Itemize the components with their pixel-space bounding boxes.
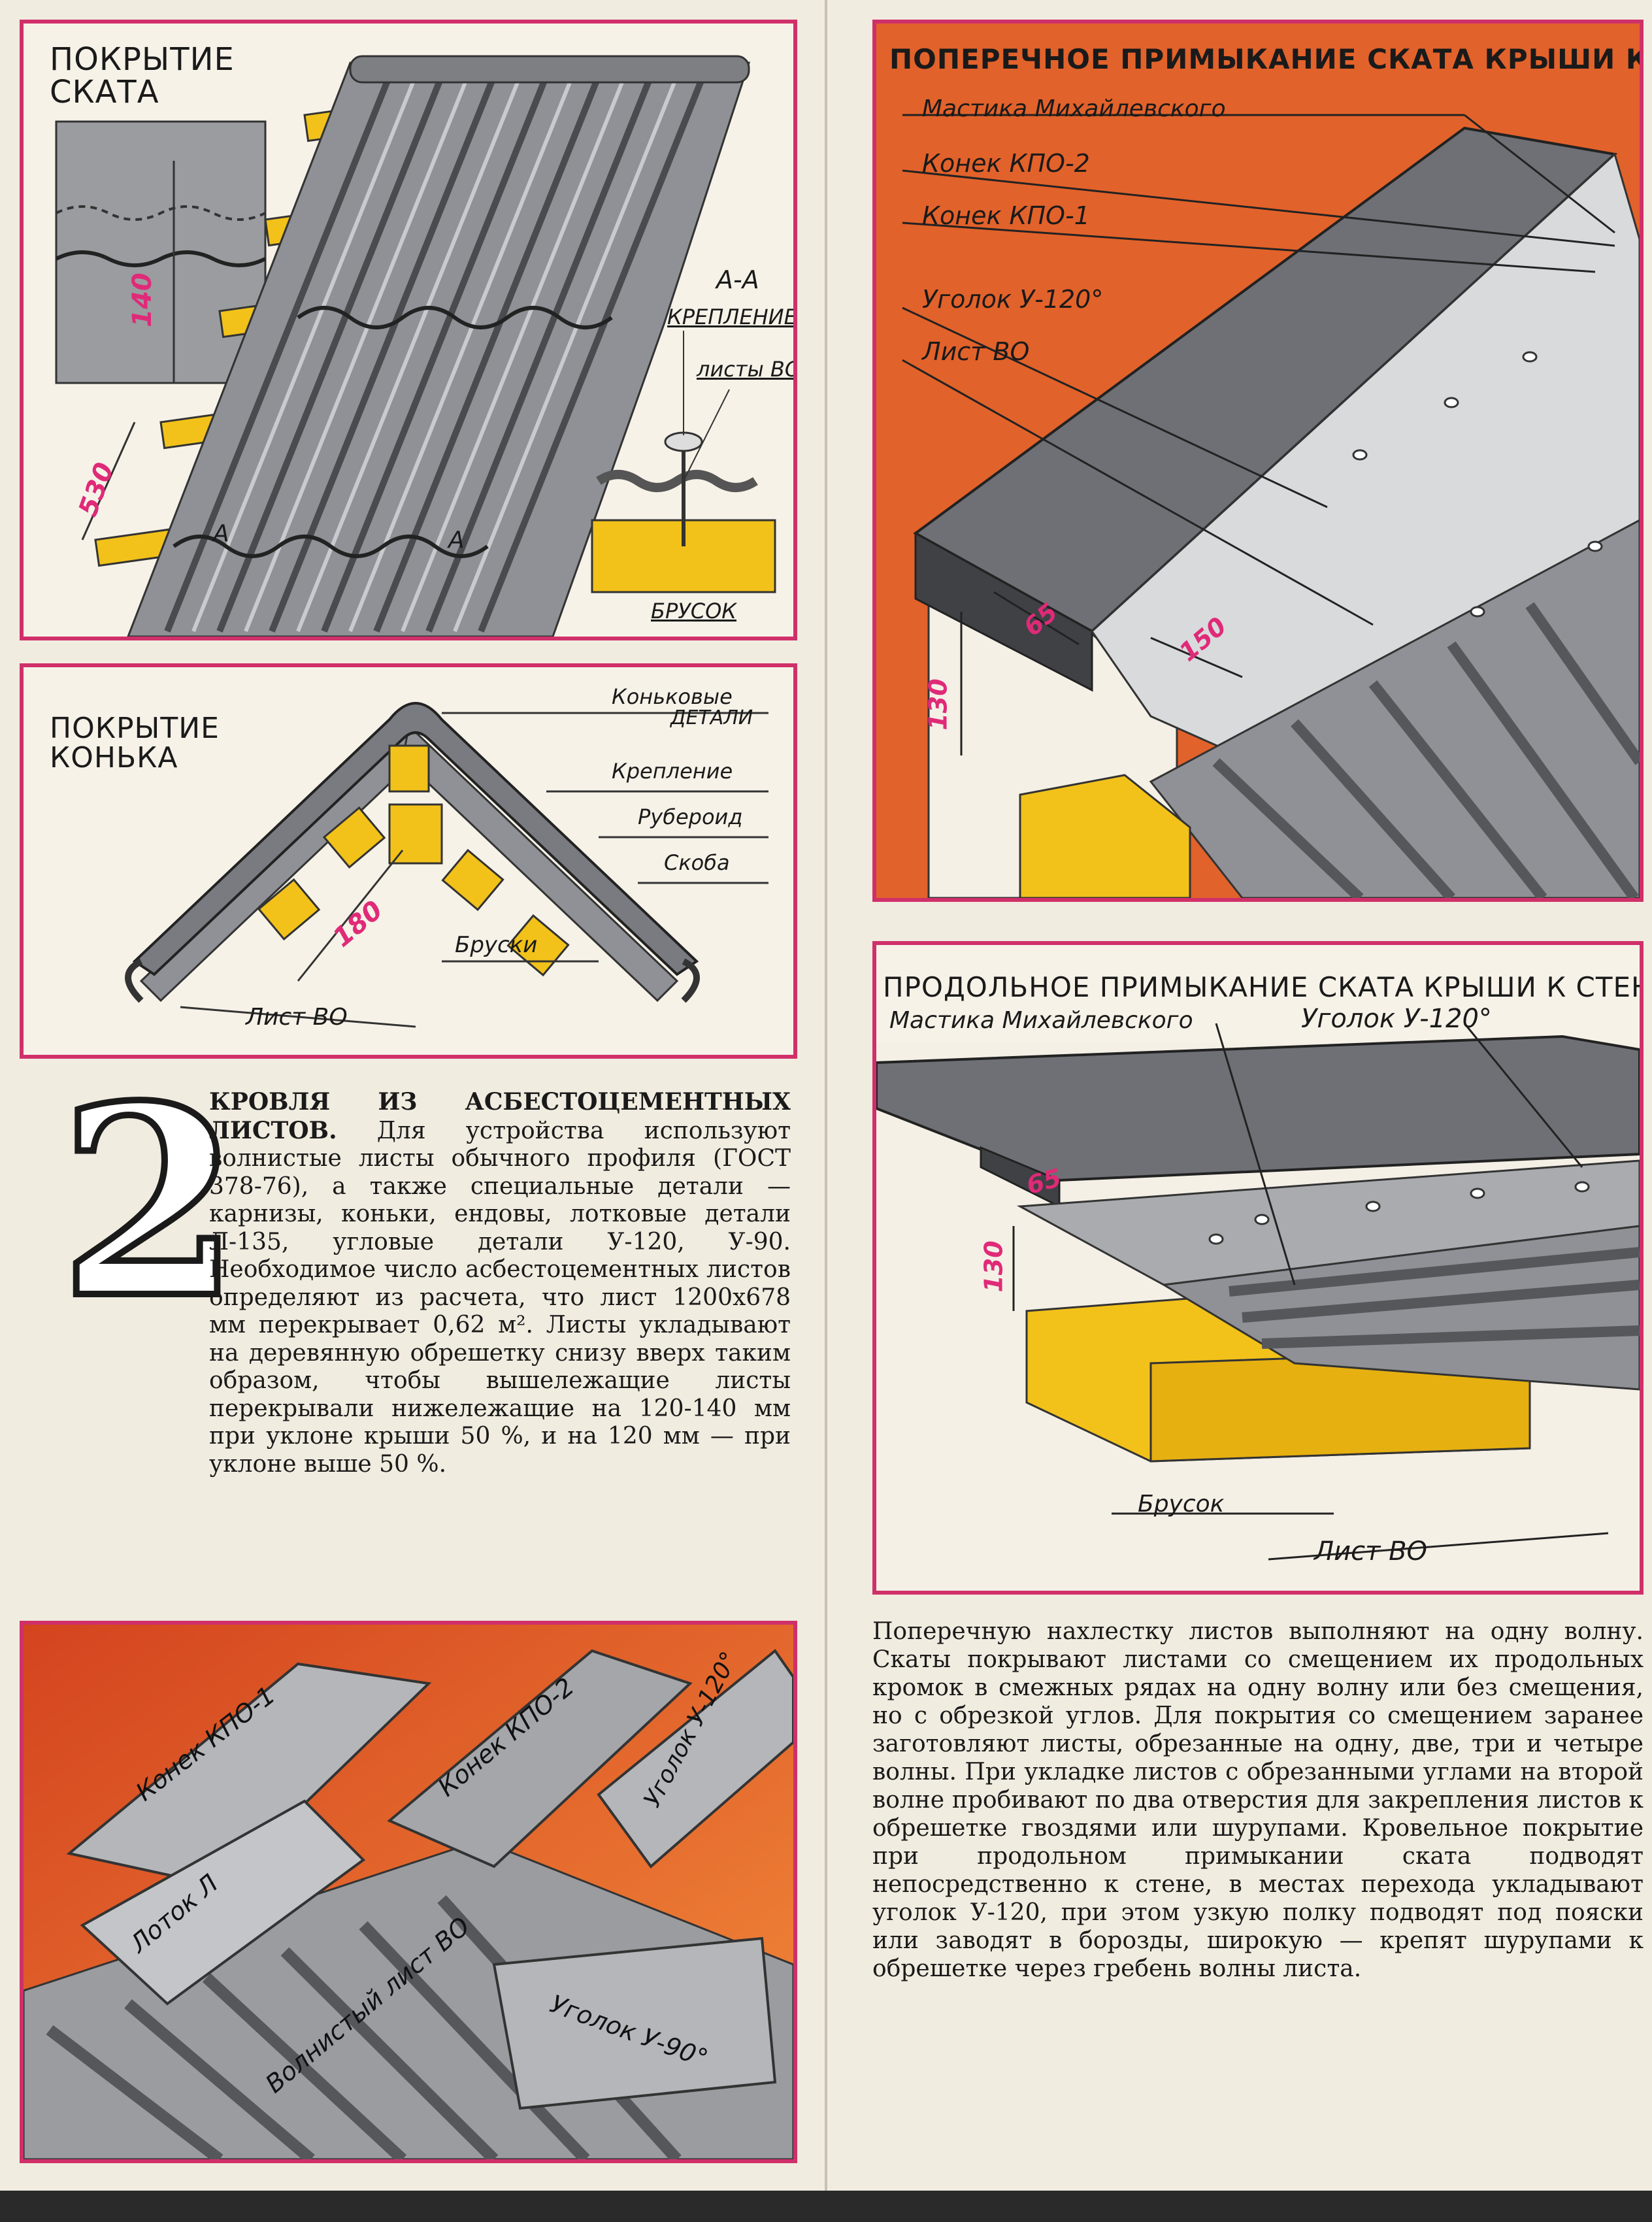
article-paragraph-2: Поперечную нахлестку листов выполняют на… (872, 1618, 1644, 1982)
ridge-illustration (125, 702, 768, 1028)
longitudinal-title: ПРОДОЛЬНОЕ ПРИМЫКАНИЕ СКАТА КРЫШИ К СТЕН… (883, 971, 1644, 1003)
sheets-label: листы ВО (697, 357, 797, 382)
article-heading: КРОВЛЯ ИЗ АСБЕСТОЦЕМЕНТНЫХ ЛИСТОВ. (209, 1088, 791, 1144)
transverse-sheet-label: Лист ВО (922, 337, 1030, 366)
panel-slope-covering: ПОКРЫТИЕ СКАТА А-А КРЕПЛЕНИЕ листы ВО БР… (20, 20, 797, 640)
ridge-fastening-label: Крепление (612, 759, 733, 784)
transverse-dimension-130: 130 (923, 678, 953, 731)
cut-label-a1: А (213, 520, 229, 547)
ridge-title-line1: ПОКРЫТИЕ (50, 712, 220, 745)
parts-illustration (24, 1625, 793, 2159)
longitudinal-bar-label: Брусок (1138, 1491, 1225, 1517)
panel-longitudinal-junction: ПРОДОЛЬНОЕ ПРИМЫКАНИЕ СКАТА КРЫШИ К СТЕН… (872, 941, 1644, 1595)
longitudinal-mastic-label: Мастика Михайлевского (889, 1007, 1193, 1034)
article-body: Для устройства используют волнистые лист… (209, 1117, 791, 1478)
article-paragraph-1: КРОВЛЯ ИЗ АСБЕСТОЦЕМЕНТНЫХ ЛИСТОВ. Для у… (209, 1088, 791, 1478)
longitudinal-sheet-label: Лист ВО (1314, 1536, 1428, 1567)
transverse-title: ПОПЕРЕЧНОЕ ПРИМЫКАНИЕ СКАТА КРЫШИ К СТЕН… (889, 43, 1640, 75)
slope-illustration (55, 55, 776, 637)
bars-label: Бруски (455, 932, 538, 958)
ridge-parts-label-2: ДЕТАЛИ (670, 706, 753, 729)
transverse-illustration (876, 24, 1640, 898)
roofing-felt-label: Рубероид (638, 804, 743, 829)
ridge-sheet-label: Лист ВО (246, 1004, 348, 1031)
panel-parts: Конек КПО-1 Конек КПО-2 Уголок У-120° Ло… (20, 1621, 797, 2163)
page-footer-bar (0, 2191, 1652, 2222)
section-number: 2 (56, 1049, 244, 1356)
section-label: А-А (716, 265, 759, 294)
transverse-kpo1-label: Конек КПО-1 (922, 201, 1090, 230)
dimension-140: 140 (127, 273, 157, 327)
column-separator (825, 0, 827, 2191)
bar-label: БРУСОК (651, 599, 736, 623)
bracket-label: Скоба (664, 850, 730, 875)
fastening-label: КРЕПЛЕНИЕ (667, 305, 797, 329)
slope-title-line2: СКАТА (50, 74, 159, 110)
panel-ridge-covering: ПОКРЫТИЕ КОНЬКА Коньковые ДЕТАЛИ Креплен… (20, 663, 797, 1059)
cut-label-a2: А (448, 527, 465, 554)
ridge-title-line2: КОНЬКА (50, 741, 178, 774)
transverse-kpo2-label: Конек КПО-2 (922, 149, 1090, 178)
transverse-mastic-label: Мастика Михайлевского (922, 95, 1226, 122)
transverse-angle-label: Уголок У-120° (922, 285, 1104, 314)
longitudinal-illustration (876, 1023, 1640, 1591)
panel-transverse-junction: ПОПЕРЕЧНОЕ ПРИМЫКАНИЕ СКАТА КРЫШИ К СТЕН… (872, 20, 1644, 902)
ridge-parts-label-1: Коньковые (612, 684, 733, 709)
slope-title-line1: ПОКРЫТИЕ (50, 41, 235, 78)
longitudinal-dimension-130: 130 (979, 1240, 1008, 1293)
longitudinal-angle-label: Уголок У-120° (1301, 1004, 1492, 1034)
